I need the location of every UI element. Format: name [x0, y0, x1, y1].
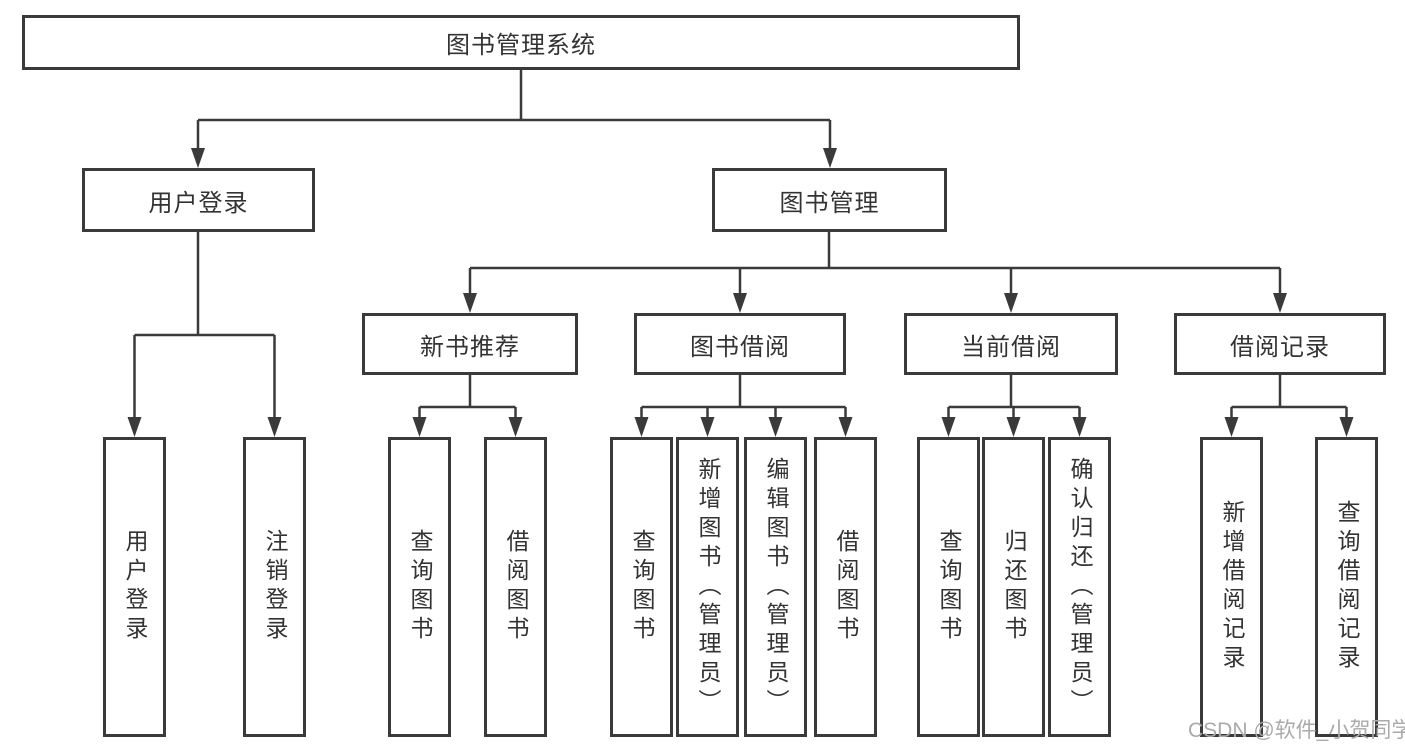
leaf-query-borrow-record: 查询借阅记录: [1315, 437, 1378, 737]
leaf-label: 查询借阅记录: [1334, 500, 1360, 674]
leaf-borrow-books: 借阅图书: [814, 437, 877, 737]
node-label: 用户登录: [148, 189, 249, 217]
leaf-label: 新增借阅记录: [1219, 500, 1245, 674]
node-label: 图书管理系统: [446, 32, 596, 59]
leaf-label: 新增图书（管理员）: [695, 456, 721, 718]
leaf-logout-login: 注销登录: [243, 437, 306, 737]
csdn-watermark: CSDN @软件_小贺同学: [1188, 719, 1405, 742]
leaf-label: 借阅图书: [503, 529, 529, 645]
node-label: 借阅记录: [1230, 333, 1330, 361]
leaf-borrow-books-recommend: 借阅图书: [484, 437, 547, 737]
node-new-book-recommend: 新书推荐: [362, 313, 578, 375]
leaf-label: 确认归还（管理员）: [1067, 456, 1093, 718]
leaf-confirm-return-admin: 确认归还（管理员）: [1048, 437, 1111, 737]
leaf-label: 注销登录: [262, 529, 288, 645]
node-borrow-records: 借阅记录: [1174, 313, 1386, 375]
node-root-system: 图书管理系统: [22, 15, 1020, 70]
leaf-add-borrow-record: 新增借阅记录: [1200, 437, 1263, 737]
node-label: 当前借阅: [961, 333, 1061, 361]
leaf-label: 借阅图书: [833, 529, 859, 645]
leaf-label: 归还图书: [1001, 529, 1027, 645]
node-label: 新书推荐: [420, 333, 520, 361]
leaf-user-login: 用户登录: [103, 437, 166, 737]
leaf-label: 查询图书: [936, 529, 962, 645]
leaf-add-book-admin: 新增图书（管理员）: [676, 437, 739, 737]
node-current-borrow: 当前借阅: [904, 313, 1118, 375]
node-book-management: 图书管理: [712, 168, 947, 232]
leaf-label: 查询图书: [407, 529, 433, 645]
leaf-query-books-borrow: 查询图书: [610, 437, 673, 737]
leaf-label: 编辑图书（管理员）: [763, 456, 789, 718]
node-label: 图书管理: [779, 189, 880, 217]
node-label: 图书借阅: [690, 333, 790, 361]
leaf-return-books: 归还图书: [982, 437, 1045, 737]
leaf-label: 查询图书: [629, 529, 655, 645]
node-book-borrow: 图书借阅: [634, 313, 846, 375]
node-user-login: 用户登录: [82, 168, 315, 232]
leaf-query-books-current: 查询图书: [917, 437, 980, 737]
leaf-label: 用户登录: [122, 529, 148, 645]
leaf-edit-book-admin: 编辑图书（管理员）: [744, 437, 807, 737]
leaf-query-books-recommend: 查询图书: [388, 437, 451, 737]
